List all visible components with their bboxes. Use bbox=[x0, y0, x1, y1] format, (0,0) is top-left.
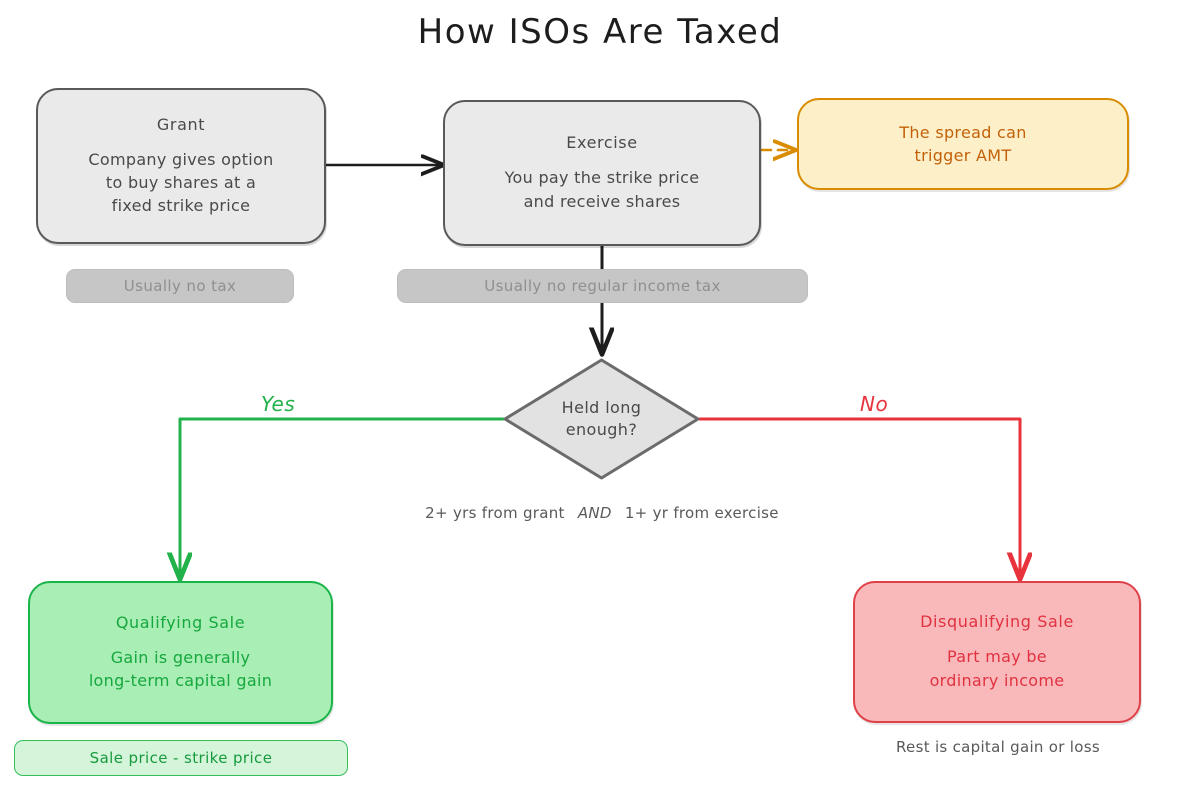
badge-grant-tax-label: Usually no tax bbox=[123, 277, 237, 295]
decision-diamond-shape bbox=[503, 358, 700, 480]
node-amt-note[interactable]: The spread can trigger AMT bbox=[797, 98, 1129, 190]
edge-decision-yes bbox=[180, 417, 505, 578]
badge-exercise-tax: Usually no regular income tax bbox=[397, 269, 808, 303]
node-exercise-body: You pay the strike price and receive sha… bbox=[504, 168, 700, 211]
node-exercise-title: Exercise bbox=[566, 133, 638, 153]
badge-grant-tax: Usually no tax bbox=[66, 269, 294, 303]
node-decision[interactable]: Held long enough? bbox=[503, 358, 700, 480]
decision-condition-note: 2+ yrs from grant AND 1+ yr from exercis… bbox=[350, 504, 854, 522]
node-qualifying-sale-body: Gain is generally long-term capital gain bbox=[88, 647, 273, 690]
node-disqualifying-sale-title: Disqualifying Sale bbox=[920, 612, 1074, 632]
badge-exercise-tax-label: Usually no regular income tax bbox=[484, 277, 721, 295]
page-title: How ISOs Are Taxed bbox=[417, 12, 783, 52]
node-qualifying-sale[interactable]: Qualifying Sale Gain is generally long-t… bbox=[28, 581, 333, 724]
edge-label-yes: Yes bbox=[261, 392, 296, 416]
node-qualifying-sale-title: Qualifying Sale bbox=[115, 612, 246, 632]
caption-disqualifying-rest: Rest is capital gain or loss bbox=[896, 738, 1100, 756]
node-exercise[interactable]: Exercise You pay the strike price and re… bbox=[443, 100, 761, 246]
condition-note-and: AND bbox=[577, 504, 612, 522]
edge-decision-no bbox=[698, 417, 1020, 578]
node-grant-body: Company gives option to buy shares at a … bbox=[88, 149, 274, 216]
node-amt-note-body: The spread can trigger AMT bbox=[899, 122, 1027, 165]
node-disqualifying-sale-body: Part may be ordinary income bbox=[929, 647, 1065, 690]
node-grant-title: Grant bbox=[156, 114, 206, 134]
badge-qualifying-formula-label: Sale price - strike price bbox=[89, 749, 273, 767]
edge-label-no: No bbox=[860, 392, 889, 416]
node-disqualifying-sale[interactable]: Disqualifying Sale Part may be ordinary … bbox=[853, 581, 1141, 723]
condition-note-post: 1+ yr from exercise bbox=[624, 504, 779, 522]
badge-qualifying-formula: Sale price - strike price bbox=[14, 740, 348, 776]
node-grant[interactable]: Grant Company gives option to buy shares… bbox=[36, 88, 326, 244]
condition-note-pre: 2+ yrs from grant bbox=[425, 504, 565, 522]
